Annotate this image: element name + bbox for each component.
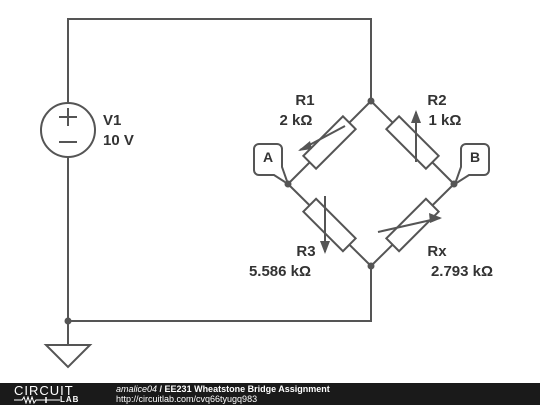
r3-name: R3: [296, 243, 315, 260]
footer-title-line: amalice04 / EE231 Wheatstone Bridge Assi…: [116, 384, 330, 394]
probe-a-label: A: [263, 149, 273, 165]
footer-separator: /: [157, 384, 165, 394]
v1-name: V1: [103, 112, 121, 129]
v1-value: 10 V: [103, 132, 134, 149]
logo-text-bottom: LAB: [60, 395, 80, 404]
circuit-url[interactable]: http://circuitlab.com/cvq66tyugq983: [116, 394, 258, 404]
r2-value: 1 kΩ: [429, 112, 462, 129]
probe-b-label: B: [470, 149, 480, 165]
circuit-schematic: A B V1 10 V R1 2 kΩ R2 1 kΩ R3 5.586 kΩ …: [40, 18, 493, 369]
node-ground: [64, 317, 72, 325]
author-link[interactable]: amalice04: [116, 384, 158, 394]
r2-name: R2: [427, 92, 446, 109]
wire-top: [67, 18, 372, 145]
circuitlab-logo[interactable]: CIRCUIT LAB: [14, 384, 100, 404]
node-top: [367, 97, 375, 105]
rx-value: 2.793 kΩ: [431, 263, 493, 280]
r1-value: 2 kΩ: [280, 112, 313, 129]
wire-bottom: [67, 130, 372, 322]
node-bottom: [367, 262, 375, 270]
resistor-r2: [370, 100, 455, 185]
resistor-r1: [287, 100, 372, 185]
r3-value: 5.586 kΩ: [249, 263, 311, 280]
logo-text-top: CIRCUIT: [14, 383, 74, 398]
voltage-source-v1: [40, 102, 96, 158]
probe-b[interactable]: B: [453, 143, 490, 187]
logo-waveform-icon: [14, 396, 60, 404]
rx-name: Rx: [427, 243, 447, 260]
circuit-title[interactable]: EE231 Wheatstone Bridge Assignment: [164, 384, 330, 394]
r1-name: R1: [295, 92, 314, 109]
footer-info: amalice04 / EE231 Wheatstone Bridge Assi…: [116, 384, 330, 404]
resistor-rx: [370, 183, 455, 267]
ground-symbol: [43, 344, 93, 369]
footer-bar: CIRCUIT LAB amalice04 / EE231 Wheatstone…: [0, 383, 540, 405]
probe-a[interactable]: A: [253, 143, 290, 187]
resistor-r3: [287, 183, 372, 267]
